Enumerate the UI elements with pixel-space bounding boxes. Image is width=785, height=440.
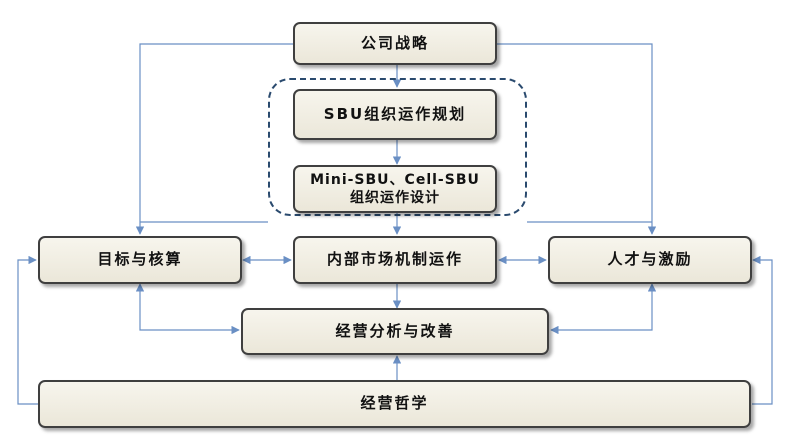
arrow-philosophy-to-talent <box>752 255 773 405</box>
arrow-strategy-to-goals <box>135 43 293 235</box>
goals-accounting-box[interactable]: 目标与核算 <box>38 236 242 284</box>
analysis-improvement-label: 经营分析与改善 <box>335 321 455 340</box>
analysis-improvement-box[interactable]: 经营分析与改善 <box>241 308 549 355</box>
sbu-design-group <box>268 78 527 216</box>
internal-market-label: 内部市场机制运作 <box>326 250 463 269</box>
talent-incentive-box[interactable]: 人才与激励 <box>548 236 752 284</box>
arrow-philosophy-to-goals <box>17 255 38 405</box>
strategy-box[interactable]: 公司战略 <box>293 22 497 65</box>
talent-incentive-label: 人才与激励 <box>607 250 693 269</box>
philosophy-box[interactable]: 经营哲学 <box>38 380 751 428</box>
sbu-planning-box[interactable]: SBU组织运作规划 <box>293 89 497 140</box>
internal-market-box[interactable]: 内部市场机制运作 <box>293 236 497 284</box>
mini-sbu-design-label: Mini-SBU、Cell-SBU 组织运作设计 <box>310 171 480 206</box>
goals-accounting-label: 目标与核算 <box>97 250 183 269</box>
arrow-strategy-to-talent <box>497 43 657 235</box>
philosophy-label: 经营哲学 <box>360 394 429 413</box>
arrow-goals-analysis <box>135 283 240 335</box>
mini-sbu-design-box[interactable]: Mini-SBU、Cell-SBU 组织运作设计 <box>293 165 497 213</box>
sbu-planning-label: SBU组织运作规划 <box>323 104 467 123</box>
strategy-label: 公司战略 <box>360 33 429 52</box>
arrow-talent-analysis <box>550 283 657 335</box>
